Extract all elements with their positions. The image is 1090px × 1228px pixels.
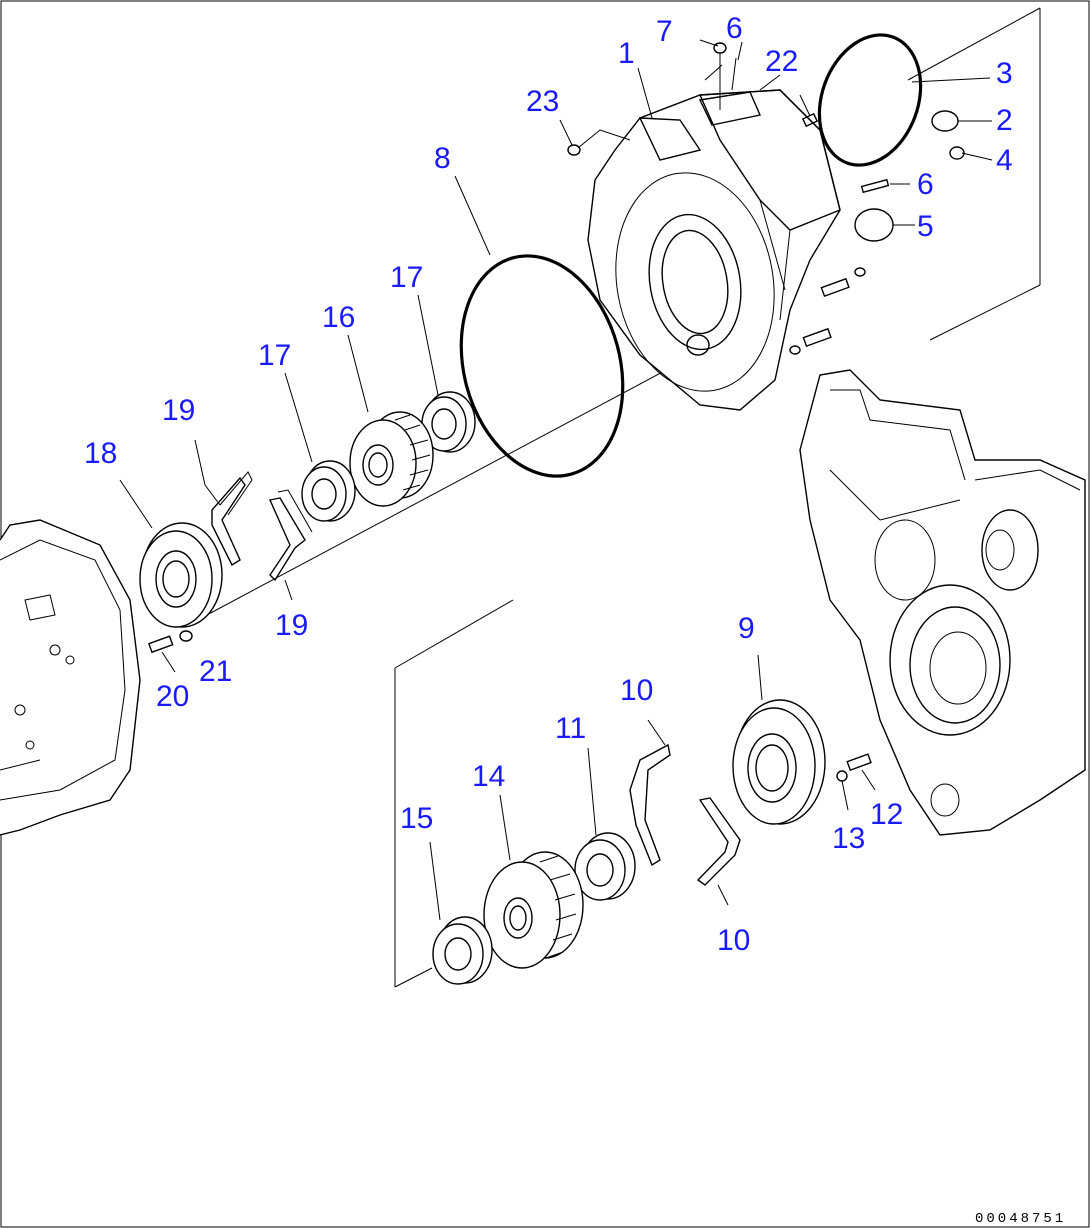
assembly-bracket-upper: [907, 7, 1041, 341]
callout-7: 7: [656, 15, 673, 48]
callout-19-upper: 19: [162, 394, 195, 427]
bolt-22: [801, 112, 819, 128]
retainer-18: [119, 479, 223, 628]
plug-2: [931, 110, 959, 132]
washer-13: [836, 770, 849, 811]
callout-17-lower: 17: [258, 339, 291, 372]
shim-10-upper: [629, 719, 671, 867]
callout-17-upper: 17: [390, 261, 423, 294]
bolts-housing: [567, 42, 890, 355]
callout-16: 16: [322, 301, 355, 334]
transmission-case-right: [799, 369, 1086, 836]
bolt-12: [846, 753, 876, 791]
callout-2: 2: [996, 104, 1013, 137]
callout-6-upper: 6: [726, 12, 743, 45]
callout-3: 3: [996, 57, 1013, 90]
callout-11: 11: [555, 712, 586, 745]
transmission-case-left: [0, 519, 141, 836]
bearing-15: [429, 841, 493, 985]
callout-14: 14: [472, 760, 505, 793]
bearing-11: [574, 747, 636, 901]
shim-19-upper: [194, 439, 253, 567]
gear-16: [349, 411, 434, 507]
center-axis-line: [204, 351, 701, 617]
callout-labels: 1 2 3 4 5 6 6 7 8 9 10 10 11 12 13 14 15…: [84, 12, 1013, 957]
bearing-17-lower: [301, 460, 356, 522]
leader-lines: [284, 39, 993, 463]
callout-6-right: 6: [917, 168, 934, 201]
callout-13: 13: [832, 822, 865, 855]
callout-4: 4: [996, 144, 1013, 177]
bolt-20: [147, 635, 176, 673]
callout-12: 12: [870, 798, 903, 831]
callout-19-lower: 19: [275, 609, 308, 642]
callout-22: 22: [765, 45, 798, 78]
callout-15: 15: [400, 802, 433, 835]
shim-19-lower: [269, 489, 313, 601]
housing-1: [587, 89, 841, 411]
callout-10-upper: 10: [620, 674, 653, 707]
callout-8: 8: [434, 142, 451, 175]
cover-5: [854, 208, 894, 242]
retainer-9: [732, 654, 826, 825]
callout-1: 1: [618, 37, 635, 70]
washer-21: [179, 630, 193, 642]
shim-10-lower: [696, 797, 741, 906]
callout-5: 5: [917, 210, 934, 243]
drawing-code: 00048751: [975, 1211, 1066, 1227]
assembly-bracket-lower: [394, 599, 514, 988]
o-ring-3: [817, 33, 923, 167]
o-ring-4: [949, 146, 965, 160]
o-ring-8: [459, 254, 625, 478]
callout-23: 23: [526, 85, 559, 118]
callout-10-lower: 10: [717, 924, 750, 957]
callout-20: 20: [156, 680, 189, 713]
gear-14: [483, 794, 584, 969]
bolt-23: [567, 144, 581, 156]
callout-9: 9: [738, 612, 755, 645]
callout-18: 18: [84, 437, 117, 470]
callout-21: 21: [199, 655, 232, 688]
bolt-6b: [860, 178, 890, 194]
nut-7: [713, 42, 727, 54]
